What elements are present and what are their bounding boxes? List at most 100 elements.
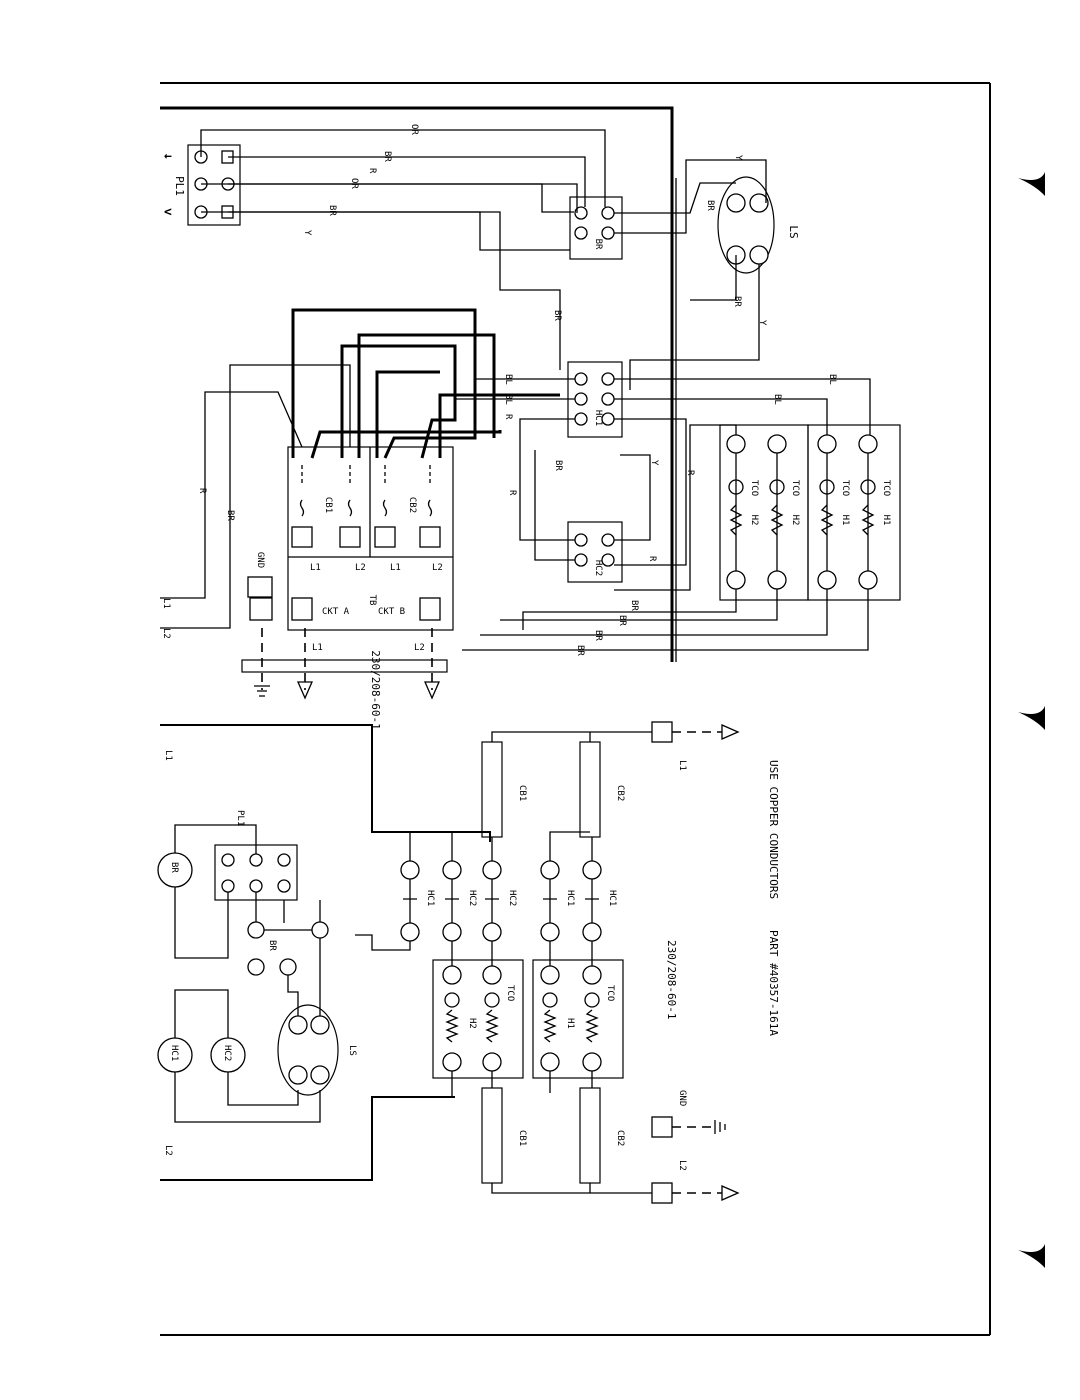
heater-h2-schematic: TCO H2 [432,941,524,1097]
br-coil: BR [157,824,257,959]
tco-label: TCO [840,480,850,496]
svg-text:BR: BR [225,510,235,521]
heater-h2-label: H2 [790,515,800,526]
svg-text:BR: BR [553,460,563,471]
voltage-top: 230/208-60-1 [369,650,382,729]
supply-terminals: L1 GND L2 [651,721,740,1204]
limit-switch: LS [717,176,800,274]
ckt-b-label: CKT B [378,607,405,617]
svg-text:BR: BR [617,615,627,626]
hc2-contact-label: HC2 [467,890,477,906]
svg-text:BR: BR [575,645,585,656]
pl1-plug: PL1 ← < [164,144,241,226]
breaker-jumpers [291,308,560,459]
hc2-label: HC2 [593,560,603,576]
svg-text:BR: BR [732,296,742,307]
bus-l2-label: L2 [163,1145,173,1156]
svg-text:BR: BR [629,600,639,611]
svg-text:BL: BL [827,374,837,385]
svg-text:R: R [647,556,657,562]
copper-note: USE COPPER CONDUCTORS [767,760,780,899]
br-contact-label: BR [267,940,277,951]
hc2-contactor: HC2 [567,521,623,583]
hc1-contact-label: HC1 [607,890,617,906]
svg-text:R: R [503,414,513,420]
line-l2-label: L2 [161,628,171,639]
hc2-contact-label: HC2 [507,890,517,906]
part-number: PART #40357-161A [767,930,780,1036]
supply-bar: L1 L2 230/208-60-1 [241,628,448,730]
heater-h2-label: H2 [467,1018,477,1029]
tco-label: TCO [605,985,615,1001]
br-relay-label: BR [593,239,603,250]
supply-l2-label: L2 [677,1160,687,1171]
pl1-label: PL1 [235,810,245,826]
pl1-label: PL1 [173,176,186,196]
svg-text:BL: BL [503,374,513,385]
svg-text:Y: Y [733,155,743,161]
cb2-label: CB2 [407,497,417,513]
ckt-a-label: CKT A [322,607,350,617]
svg-text:BR: BR [327,205,337,216]
cb1-label: CB1 [517,785,527,801]
supply-l1-label: L1 [677,760,687,771]
supply-l1-label: L1 [312,643,323,653]
bus-l1-label: L1 [163,750,173,761]
heater-h1-schematic: TCO H1 [532,941,624,1093]
svg-text:OR: OR [349,178,359,189]
svg-text:OR: OR [409,124,419,135]
svg-text:BL: BL [503,394,513,405]
br-ls-schematic: BR LS [247,892,357,1096]
pl1-plug-schematic: PL1 [214,810,298,901]
binder-hole-mark [1018,1244,1045,1268]
br-relay: BR [569,196,623,260]
tb-l2-label: L2 [355,563,366,573]
gnd-label: GND [677,1090,687,1106]
svg-text:R: R [685,470,695,476]
cb1-label: CB1 [323,497,333,513]
gnd-label: GND [255,552,265,568]
cb2-label: CB2 [615,785,625,801]
line-l1-label: L1 [161,598,171,609]
hc1-label: HC1 [593,410,603,426]
cb1-label: CB1 [517,1130,527,1146]
binder-hole-mark [1018,706,1045,730]
hc1-coil-label: HC1 [169,1045,179,1061]
wiring-section: PL1 ← < BR LS HC1 [160,106,901,1036]
svg-text:<: < [164,205,172,220]
br-coil-label: BR [169,862,179,873]
tb-l1-label: L1 [310,563,321,573]
supply-l2-label: L2 [414,643,425,653]
wire-color-labels: OR BR R OR BR Y BR Y BR Y BR BL BL R BL … [161,124,837,656]
svg-text:R: R [507,490,517,496]
voltage-bottom: 230/208-60-1 [665,940,678,1019]
heater-h2-block: TCO H2 TCO H2 [719,424,809,601]
hc-coils: HC1 HC2 [157,989,321,1123]
svg-text:Y: Y [302,230,312,236]
tco-label: TCO [790,480,800,496]
svg-text:BR: BR [705,200,715,211]
tb-l1-label: L1 [390,563,401,573]
svg-text:←: ← [164,149,172,164]
tb-l2-label: L2 [432,563,443,573]
svg-text:BL: BL [772,394,782,405]
hc1-contact-label: HC1 [425,890,435,906]
wire-runs [160,129,871,651]
heater-h1-label: H1 [840,515,850,526]
cb2-label: CB2 [615,1130,625,1146]
heater-h1-label: H1 [565,1018,575,1029]
cb-breakers: CB1 CB2 CB1 CB2 [481,731,662,1194]
tco-label: TCO [749,480,759,496]
svg-text:Y: Y [649,460,659,466]
hc1-contactor: HC1 [567,361,623,438]
tco-label: TCO [505,985,515,1001]
breaker-terminal-block: CB1 CB2 L1 L2 L1 L2 CKT A CKT B TB GND [247,446,454,631]
svg-text:Y: Y [757,320,767,326]
svg-text:R: R [197,488,207,494]
svg-text:R: R [367,168,377,174]
svg-text:BR: BR [593,630,603,641]
svg-text:BR: BR [552,310,562,321]
limit-switch-label: LS [347,1045,357,1056]
